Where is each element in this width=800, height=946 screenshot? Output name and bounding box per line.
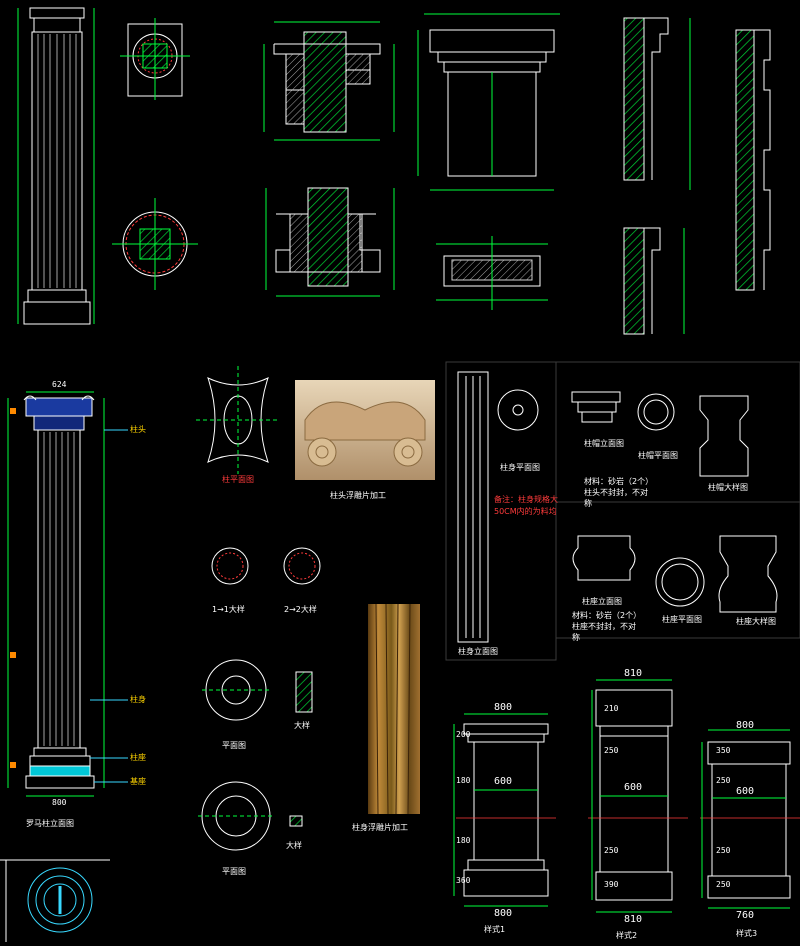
profile-section-a	[623, 17, 691, 190]
style-3-bottom-dim: 760	[736, 910, 755, 921]
style-2-drawing	[588, 679, 688, 913]
plinth-plan	[436, 236, 548, 310]
shaft-plan-caption: 柱身平面图	[500, 463, 540, 472]
profile-section-b	[623, 227, 685, 335]
section-drawing-1	[263, 21, 395, 141]
base-plan-caption: 柱座平面图	[662, 615, 702, 624]
callout-plinth: 基座	[130, 777, 146, 786]
base-material-1: 材料：砂岩（2个）	[572, 611, 642, 620]
base-material-2: 柱座不封封，不对	[572, 622, 636, 631]
style-1-h4: 360	[456, 876, 471, 885]
style-2-bottom-dim: 810	[624, 914, 643, 925]
left-column-bottom-dim: 800	[52, 798, 67, 807]
entablature-elevation	[417, 13, 560, 191]
profile-section-c	[735, 29, 771, 291]
ring-caption-d: 大样	[286, 841, 302, 850]
bottom-left-circles	[0, 859, 110, 942]
small-profile-details	[289, 671, 313, 827]
cap-material-1: 材料：砂岩（2个）	[584, 477, 654, 486]
style-1-h2: 180	[456, 776, 471, 785]
left-column-top-dim: 624	[52, 380, 67, 389]
style-3-top-dim: 800	[736, 720, 755, 731]
style-3-h3: 250	[716, 846, 731, 855]
callout-capital: 柱头	[130, 425, 146, 434]
base-detail-caption: 柱座大样图	[736, 617, 776, 626]
style-1-drawing	[453, 713, 556, 907]
cap-material-3: 称	[584, 499, 592, 508]
style-2-title: 样式2	[616, 931, 638, 940]
style-1-h1: 200	[456, 730, 471, 739]
top-column-elevation	[17, 7, 95, 325]
style-3-title: 样式3	[736, 929, 758, 938]
shaft-note-1: 备注：柱身规格大	[494, 495, 558, 504]
ring-caption-c: 平面图	[222, 867, 246, 876]
plan-caption: 柱平面图	[222, 475, 254, 484]
ring-sections	[198, 547, 321, 851]
style-2-h4: 390	[604, 880, 619, 889]
round-capital-plan	[112, 198, 198, 290]
shaft-elevation-caption: 柱身立面图	[458, 647, 498, 656]
base-elevation-caption: 柱座立面图	[582, 597, 622, 606]
style-2-h2: 250	[604, 746, 619, 755]
shaft-photo-caption: 柱身浮雕片加工	[352, 823, 408, 832]
cap-elevation-right	[571, 391, 749, 477]
style-3-h2: 250	[716, 776, 731, 785]
ring-caption-b: 大样	[294, 721, 310, 730]
section-caption-b: 2→2大样	[284, 605, 317, 614]
callout-base: 柱座	[130, 753, 146, 762]
capital-cushion-plan	[196, 366, 280, 474]
callout-shaft: 柱身	[130, 695, 146, 704]
style-2-top-dim: 810	[624, 668, 643, 679]
shaft-plan-flower	[497, 389, 539, 431]
photo-caption: 柱头浮雕片加工	[330, 491, 386, 500]
section-drawing-2	[265, 187, 395, 297]
roman-column-full	[7, 391, 128, 797]
shaft-elevation-narrow	[457, 371, 489, 643]
ring-caption-a: 平面图	[222, 741, 246, 750]
style-1-bottom-dim: 800	[494, 908, 513, 919]
square-capital-plan	[120, 18, 190, 100]
style-2-mid-dim: 600	[624, 782, 643, 793]
style-3-drawing	[700, 729, 800, 909]
left-column-caption: 罗马柱立面图	[26, 819, 74, 828]
right-panels	[445, 361, 800, 661]
style-3-h1: 350	[716, 746, 731, 755]
carved-capital-photo	[295, 380, 435, 480]
shaft-note-2: 50CM内的为料均	[494, 507, 557, 516]
style-2-h1: 210	[604, 704, 619, 713]
cap-material-2: 柱头不封封，不对	[584, 488, 648, 497]
style-1-top-dim: 800	[494, 702, 513, 713]
section-caption-a: 1→1大样	[212, 605, 245, 614]
shaft-photo	[368, 603, 420, 815]
base-elevation-right	[572, 535, 778, 613]
base-material-3: 称	[572, 633, 580, 642]
style-1-h3: 180	[456, 836, 471, 845]
cap-plan-caption: 柱帽平面图	[638, 451, 678, 460]
cap-elevation-caption: 柱帽立面图	[584, 439, 624, 448]
style-3-h4: 250	[716, 880, 731, 889]
style-2-h3: 250	[604, 846, 619, 855]
style-1-mid-dim: 600	[494, 776, 513, 787]
style-3-mid-dim: 600	[736, 786, 755, 797]
style-1-title: 样式1	[484, 925, 506, 934]
cap-detail-caption: 柱帽大样图	[708, 483, 748, 492]
